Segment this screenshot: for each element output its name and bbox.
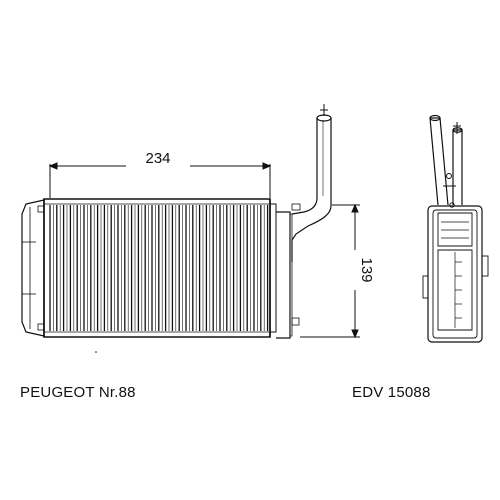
core-block: [43, 198, 271, 338]
outlet-pipe-profile: [291, 104, 332, 262]
heater-core-front-view: [21, 198, 301, 339]
right-end-tank: [269, 199, 301, 339]
left-end-tank: [21, 199, 45, 337]
part-number-caption: EDV 15088: [352, 384, 431, 401]
heater-side-view: [422, 114, 489, 343]
width-dimension-label: 234: [145, 150, 170, 167]
width-dimension: [48, 162, 272, 198]
stray-mark: [95, 351, 97, 353]
core-fins: [49, 205, 269, 331]
height-dimension-label: 139: [358, 257, 375, 282]
height-dimension: [300, 203, 360, 339]
vehicle-caption: PEUGEOT Nr.88: [20, 384, 136, 401]
